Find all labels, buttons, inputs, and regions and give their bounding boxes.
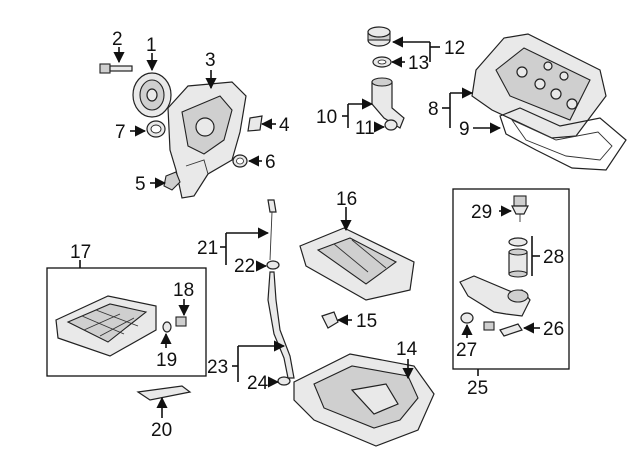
sensor-part-5 xyxy=(163,171,181,191)
dipstick-part-21 xyxy=(267,199,277,261)
seal-part-27 xyxy=(460,312,474,324)
callout-6: 6 xyxy=(265,152,276,173)
callout-3: 3 xyxy=(205,50,216,71)
kit-box-17 xyxy=(46,267,207,377)
filter-housing xyxy=(459,275,531,317)
sensor-part-29 xyxy=(511,195,529,222)
callout-5: 5 xyxy=(135,174,146,195)
baffle-part-16 xyxy=(299,227,415,301)
callout-2: 2 xyxy=(112,29,123,50)
callout-14: 14 xyxy=(396,339,418,360)
o-ring-part-6 xyxy=(232,154,248,168)
callout-25: 25 xyxy=(467,378,488,399)
oil-pan-part-14 xyxy=(293,353,435,447)
drain-plug-part-18 xyxy=(175,316,187,327)
oil-cap-part-12 xyxy=(367,26,391,47)
callout-20: 20 xyxy=(151,420,172,441)
callout-21: 21 xyxy=(197,238,218,259)
callout-18: 18 xyxy=(173,280,194,301)
o-ring-part-24 xyxy=(277,376,291,386)
callout-27: 27 xyxy=(456,340,477,361)
pulley-part-1 xyxy=(132,72,172,118)
callout-28: 28 xyxy=(543,247,564,268)
connector-part xyxy=(483,321,495,331)
callout-23: 23 xyxy=(207,357,228,378)
timing-cover-part-3 xyxy=(167,81,247,199)
callout-26: 26 xyxy=(543,319,564,340)
callout-13: 13 xyxy=(408,53,429,74)
callout-11: 11 xyxy=(355,118,375,139)
bracket-part-15 xyxy=(321,311,339,329)
callout-1: 1 xyxy=(146,35,157,56)
callout-9: 9 xyxy=(459,119,470,140)
o-ring-part-22 xyxy=(266,260,280,270)
gasket-part-9 xyxy=(499,107,627,171)
callout-7: 7 xyxy=(115,122,126,143)
seal-part-13 xyxy=(372,56,392,68)
filler-tube-part-10 xyxy=(371,77,405,129)
bolt-part-2 xyxy=(99,63,133,74)
gasket-part-26 xyxy=(499,323,523,337)
o-ring-part-11 xyxy=(384,119,398,131)
callout-8: 8 xyxy=(428,99,439,120)
leader-lines xyxy=(79,36,540,418)
kit-box-25 xyxy=(452,188,570,370)
seal-part-7 xyxy=(146,120,166,138)
callout-17: 17 xyxy=(70,242,91,263)
callout-16: 16 xyxy=(336,189,357,210)
callout-15: 15 xyxy=(356,311,377,332)
valve-cover-part-8 xyxy=(471,33,607,139)
callout-29: 29 xyxy=(471,202,492,223)
filter-element-part-28 xyxy=(508,237,528,278)
callout-24: 24 xyxy=(247,373,269,394)
callout-labels: 2 1 3 4 7 6 5 12 13 10 11 8 9 16 21 22 1… xyxy=(70,29,564,441)
gasket-part-19 xyxy=(162,321,172,333)
oil-pan-part-17 xyxy=(55,295,157,357)
bracket-part-20 xyxy=(136,385,192,401)
callout-22: 22 xyxy=(234,256,255,277)
dipstick-tube-part-23 xyxy=(267,271,295,379)
gasket-part-4 xyxy=(247,115,263,132)
callout-10: 10 xyxy=(316,107,337,128)
callout-19: 19 xyxy=(156,350,177,371)
callout-4: 4 xyxy=(279,115,290,136)
callout-12: 12 xyxy=(444,38,465,59)
